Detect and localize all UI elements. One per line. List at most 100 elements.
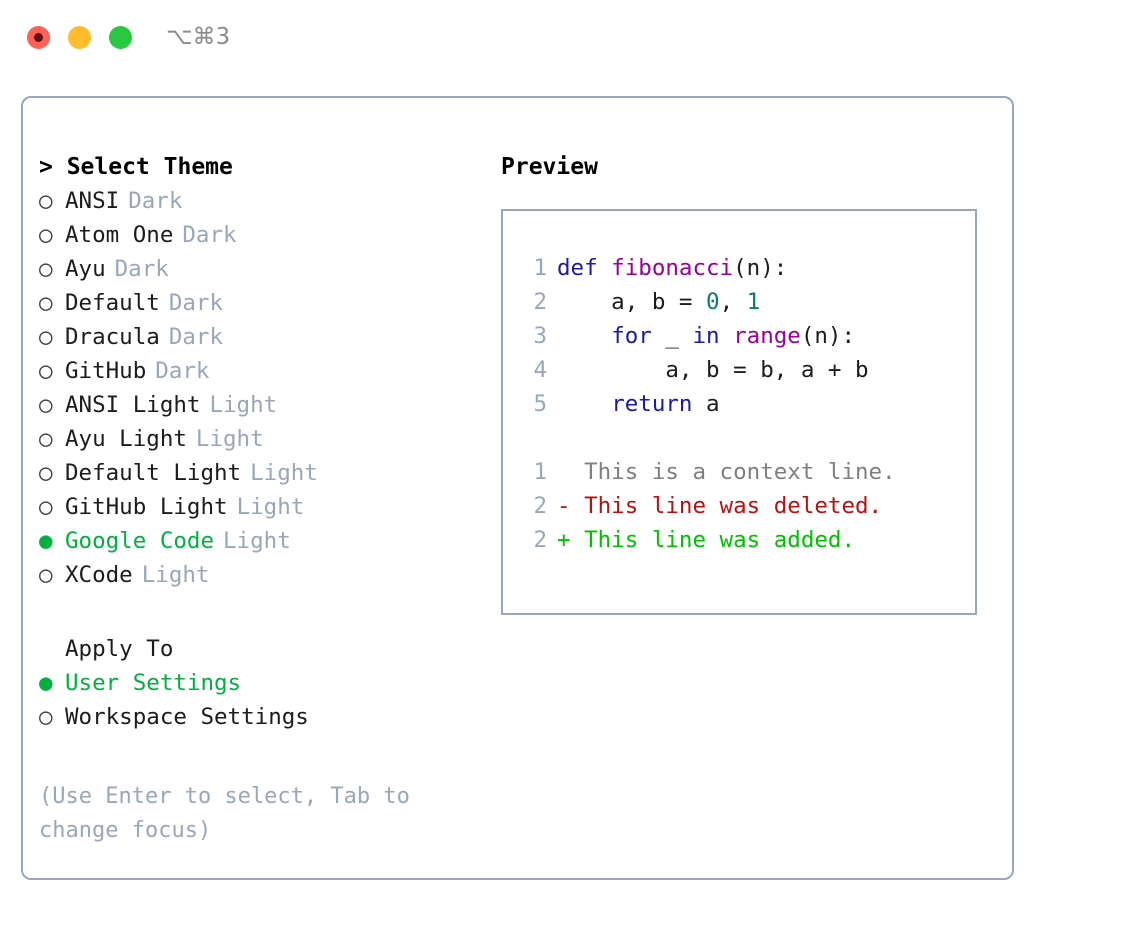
radio-selected-icon: ● <box>39 670 53 696</box>
radio-unselected-icon: ○ <box>39 426 53 452</box>
apply-to-options: ● User Settings ○ Workspace Settings <box>39 666 469 734</box>
apply-to-option-user-settings[interactable]: ● User Settings <box>39 666 469 700</box>
code-diff-separator <box>503 421 975 455</box>
apply-to-option-label: Workspace Settings <box>65 704 309 730</box>
radio-unselected-icon: ○ <box>39 460 53 486</box>
diff-text: This line was added. <box>570 527 856 553</box>
theme-option-variant: Dark <box>168 324 224 350</box>
theme-option-ayu[interactable]: ○ Ayu Dark <box>39 252 469 286</box>
close-button[interactable] <box>27 26 50 49</box>
code-line: 1 def fibonacci(n): <box>503 251 975 285</box>
code-token-pl <box>720 323 734 349</box>
window-title: ⌥⌘3 <box>166 24 231 50</box>
code-token-pl: a <box>692 391 720 417</box>
apply-to-option-label: User Settings <box>65 670 242 696</box>
line-number: 2 <box>533 289 547 315</box>
radio-unselected-icon: ○ <box>39 290 53 316</box>
theme-option-variant: Dark <box>114 256 169 282</box>
theme-option-label: Ayu <box>65 256 106 282</box>
theme-option-label: XCode <box>65 562 133 588</box>
maximize-button[interactable] <box>109 26 132 49</box>
diff-line-add: 2+ This line was added. <box>503 523 975 557</box>
theme-option-variant: Dark <box>182 222 237 248</box>
code-token-pl: _ <box>651 323 693 349</box>
code-token-kw: def <box>557 255 612 281</box>
code-token-pl: a, b = b, a + b <box>557 357 869 383</box>
title-bar: ⌥⌘3 <box>0 0 1140 78</box>
theme-option-label: Google Code <box>65 528 215 554</box>
line-number: 5 <box>533 391 547 417</box>
theme-option-variant: Dark <box>155 358 210 384</box>
theme-option-variant: Light <box>250 460 318 486</box>
code-line: 4 a, b = b, a + b <box>503 353 975 387</box>
radio-selected-icon: ● <box>39 528 53 554</box>
keyboard-hint: (Use Enter to select, Tab to change focu… <box>39 784 410 843</box>
traffic-light-buttons <box>27 26 132 49</box>
diff-text: This line was deleted. <box>570 493 883 519</box>
code-token-pl: (n): <box>800 323 856 349</box>
theme-option-label: GitHub <box>65 358 147 384</box>
theme-option-label: Atom One <box>65 222 174 248</box>
radio-unselected-icon: ○ <box>39 392 53 418</box>
radio-unselected-icon: ○ <box>39 222 53 248</box>
code-token-num: 1 <box>746 289 761 315</box>
diff-line-del: 2- This line was deleted. <box>503 489 975 523</box>
radio-unselected-icon: ○ <box>39 256 53 282</box>
diff-text: This is a context line. <box>570 459 896 485</box>
code-token-pl <box>557 323 611 349</box>
theme-option-label: ANSI <box>65 188 120 214</box>
line-number: 1 <box>533 255 547 281</box>
radio-unselected-icon: ○ <box>39 704 53 730</box>
theme-option-label: Dracula <box>65 324 160 350</box>
theme-option-atom-one[interactable]: ○ Atom One Dark <box>39 218 469 252</box>
minimize-button[interactable] <box>68 26 91 49</box>
theme-option-variant: Light <box>195 426 264 452</box>
line-number: 1 <box>533 459 547 485</box>
theme-option-variant: Dark <box>168 290 224 316</box>
line-number: 2 <box>533 493 547 519</box>
theme-option-label: Ayu Light <box>65 426 187 452</box>
diff-line-ctx: 1 This is a context line. <box>503 455 975 489</box>
diff-sample: 1 This is a context line.2- This line wa… <box>503 455 975 557</box>
diff-marker: - <box>557 493 571 519</box>
radio-unselected-icon: ○ <box>39 562 53 588</box>
code-token-pl: (n): <box>733 255 788 281</box>
theme-picker-header: > Select Theme <box>39 154 233 180</box>
theme-option-default-light[interactable]: ○ Default Light Light <box>39 456 469 490</box>
apply-to-option-workspace-settings[interactable]: ○ Workspace Settings <box>39 700 469 734</box>
theme-option-default[interactable]: ○ Default Dark <box>39 286 469 320</box>
theme-option-variant: Light <box>236 494 305 520</box>
theme-option-ayu-light[interactable]: ○ Ayu Light Light <box>39 422 469 456</box>
hint-spacer <box>39 734 469 768</box>
code-token-fn: fibonacci <box>611 255 734 281</box>
line-number: 4 <box>533 357 547 383</box>
preview-title: Preview <box>501 154 598 180</box>
theme-option-variant: Light <box>209 392 278 418</box>
section-spacer <box>39 592 469 632</box>
radio-unselected-icon: ○ <box>39 494 53 520</box>
theme-option-label: Default <box>65 290 160 316</box>
code-line: 3 for _ in range(n): <box>503 319 975 353</box>
theme-option-label: Default Light <box>65 460 242 486</box>
code-token-kw: in <box>692 323 720 349</box>
radio-unselected-icon: ○ <box>39 188 53 214</box>
theme-option-github-light[interactable]: ○ GitHub Light Light <box>39 490 469 524</box>
code-token-kw: return <box>611 391 693 417</box>
code-line: 5 return a <box>503 387 975 421</box>
theme-option-label: GitHub Light <box>65 494 228 520</box>
apply-to-section: Apply To <box>39 632 469 666</box>
line-number: 3 <box>533 323 547 349</box>
code-token-kw: for <box>611 323 652 349</box>
